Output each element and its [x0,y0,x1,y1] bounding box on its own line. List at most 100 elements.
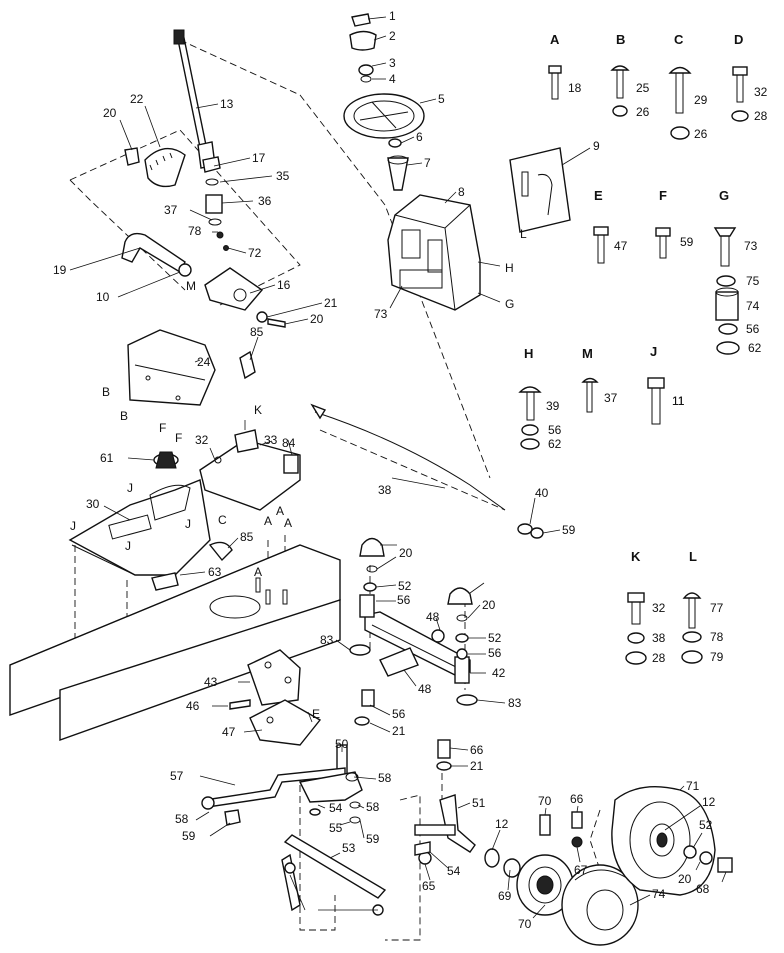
callout-64: 66 [570,792,584,806]
callout-30: 32 [195,433,209,447]
letter-marker-a4: A [254,565,262,579]
hardware-group-k [625,592,647,665]
callout-35: 37 [164,203,178,217]
legend-g-part-2: 75 [746,274,760,288]
hardware-group-e [593,226,609,264]
steering-gear-sector [124,147,186,188]
hardware-group-f [655,227,671,259]
legend-l-part-2: 78 [710,630,724,644]
leader-lines [69,16,727,919]
callout-46-top: 48 [426,610,440,624]
legend-header-h: H [524,346,533,361]
bracket-16 [204,267,286,328]
callout-76: 78 [188,224,202,238]
callout-57-cable: 59 [562,523,576,537]
callout-21-spindle: 21 [392,724,406,738]
letter-marker-j1: J [127,481,133,495]
callout-21-spindle-2: 21 [470,759,484,773]
callout-8: 8 [458,185,465,199]
callout-16: 16 [277,278,291,292]
legend-g-part-1: 73 [744,239,758,253]
spindle-caps [359,537,473,660]
legend-c-part-1: 29 [694,93,708,107]
legend-j-part-1: 11 [672,394,685,408]
legend-header-f: F [659,188,667,203]
letter-marker-g: G [505,297,514,311]
frame-rail [9,544,341,741]
callout-83: 85 [240,530,254,544]
callout-5: 5 [438,92,445,106]
callout-80-left: 83 [320,633,334,647]
callout-40: 42 [492,666,506,680]
panel-24 [127,329,216,406]
callout-24: 24 [197,355,211,369]
callout-71: 73 [374,307,388,321]
callout-61: 63 [208,565,222,579]
callout-20-top: 20 [103,106,117,120]
callout-27: 30 [86,497,100,511]
callout-13: 13 [220,97,234,111]
plate-31 [199,350,301,511]
callout-56-rod: 58 [175,812,189,826]
bracket-9 [509,147,571,233]
legend-header-m: M [582,346,593,361]
callout-46: 48 [418,682,432,696]
callout-50-top: 52 [398,579,412,593]
letter-marker-f2: F [175,431,182,445]
legend-header-b: B [616,32,625,47]
legend-g-part-5: 62 [748,341,762,355]
callout-20-cap: 20 [399,546,413,560]
letter-marker-j4: J [125,539,131,553]
spindle-hardware [414,841,432,865]
callout-70: 72 [248,246,262,260]
front-axle [349,594,478,706]
hardware-group-l [681,592,703,664]
callout-52: 54 [329,801,343,815]
callout-43: 47 [222,725,236,739]
axle-support-brackets [229,649,322,746]
letter-marker-f1: F [159,421,166,435]
callout-10: 10 [96,290,110,304]
callout-57-arm: 59 [366,832,380,846]
letter-marker-c: C [218,513,227,527]
callout-7: 7 [424,156,431,170]
legend-header-d: D [734,32,743,47]
steering-pinion-assembly [202,156,229,251]
legend-l-part-3: 79 [710,650,724,664]
floor-plate [68,451,211,591]
drag-link-51 [281,834,387,916]
callout-48: 50 [335,737,349,751]
letter-marker-j2: J [70,519,76,533]
callout-81: 84 [282,436,296,450]
callout-6: 6 [416,130,423,144]
legend-f-part-1: 59 [680,235,694,249]
legend-header-j: J [650,344,657,359]
legend-b-part-1: 25 [636,81,650,95]
callout-36: 38 [378,483,392,497]
legend-d-part-2: 28 [754,109,768,123]
spindle-49 [414,794,476,853]
letter-marker-k: K [254,403,262,417]
legend-c-part-2: 26 [694,127,708,141]
legend-g-part-4: 56 [746,322,760,336]
callout-2: 2 [389,29,396,43]
callout-1: 1 [389,9,396,23]
legend-a-part-1: 18 [568,81,582,95]
callout-83-top: 85 [250,325,264,339]
callout-66: 68 [696,882,710,896]
tire-72 [561,864,639,946]
letter-marker-a1: A [264,514,272,528]
hardware-group-b [610,65,630,117]
callout-56-arm-2: 58 [366,800,380,814]
callout-21: 21 [324,296,338,310]
legend-m-part-1: 37 [604,391,618,405]
callout-69: 71 [686,779,700,793]
callout-4: 4 [389,72,396,86]
legend-k-part-1: 32 [652,601,666,615]
callout-56-arm: 58 [378,771,392,785]
legend-d-part-1: 32 [754,85,768,99]
callout-38-cable: 40 [535,486,549,500]
callout-20-bracket: 20 [310,312,324,326]
callout-52-spindle: 54 [447,864,461,878]
callout-3: 3 [389,56,396,70]
